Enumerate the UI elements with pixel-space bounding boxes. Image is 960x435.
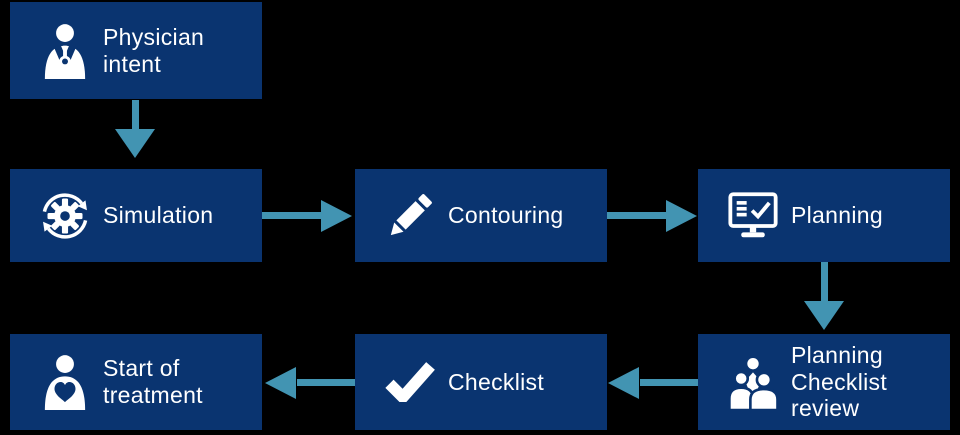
node-label: Start of treatment	[103, 355, 203, 408]
node-label: Simulation	[103, 202, 214, 229]
node-start-of-treatment: Start of treatment	[10, 334, 262, 430]
monitor-checklist-icon	[724, 187, 782, 245]
gear-sync-icon	[36, 187, 94, 245]
node-physician-intent: Physician intent	[10, 2, 262, 99]
node-label: Physician intent	[103, 23, 205, 77]
people-group-icon	[724, 353, 782, 411]
physician-icon	[36, 22, 94, 80]
node-planning: Planning	[698, 169, 950, 262]
node-contouring: Contouring	[355, 169, 607, 262]
node-label: Contouring	[448, 202, 564, 229]
checkmark-icon	[381, 353, 439, 411]
node-checklist: Checklist	[355, 334, 607, 430]
node-label: Checklist	[448, 368, 545, 395]
node-planning-checklist-review: Planning Checklist review	[698, 334, 950, 430]
patient-heart-icon	[36, 353, 94, 411]
pencil-icon	[381, 187, 439, 245]
node-label: Planning	[791, 202, 883, 229]
node-simulation: Simulation	[10, 169, 262, 262]
node-label: Planning Checklist review	[791, 341, 888, 422]
